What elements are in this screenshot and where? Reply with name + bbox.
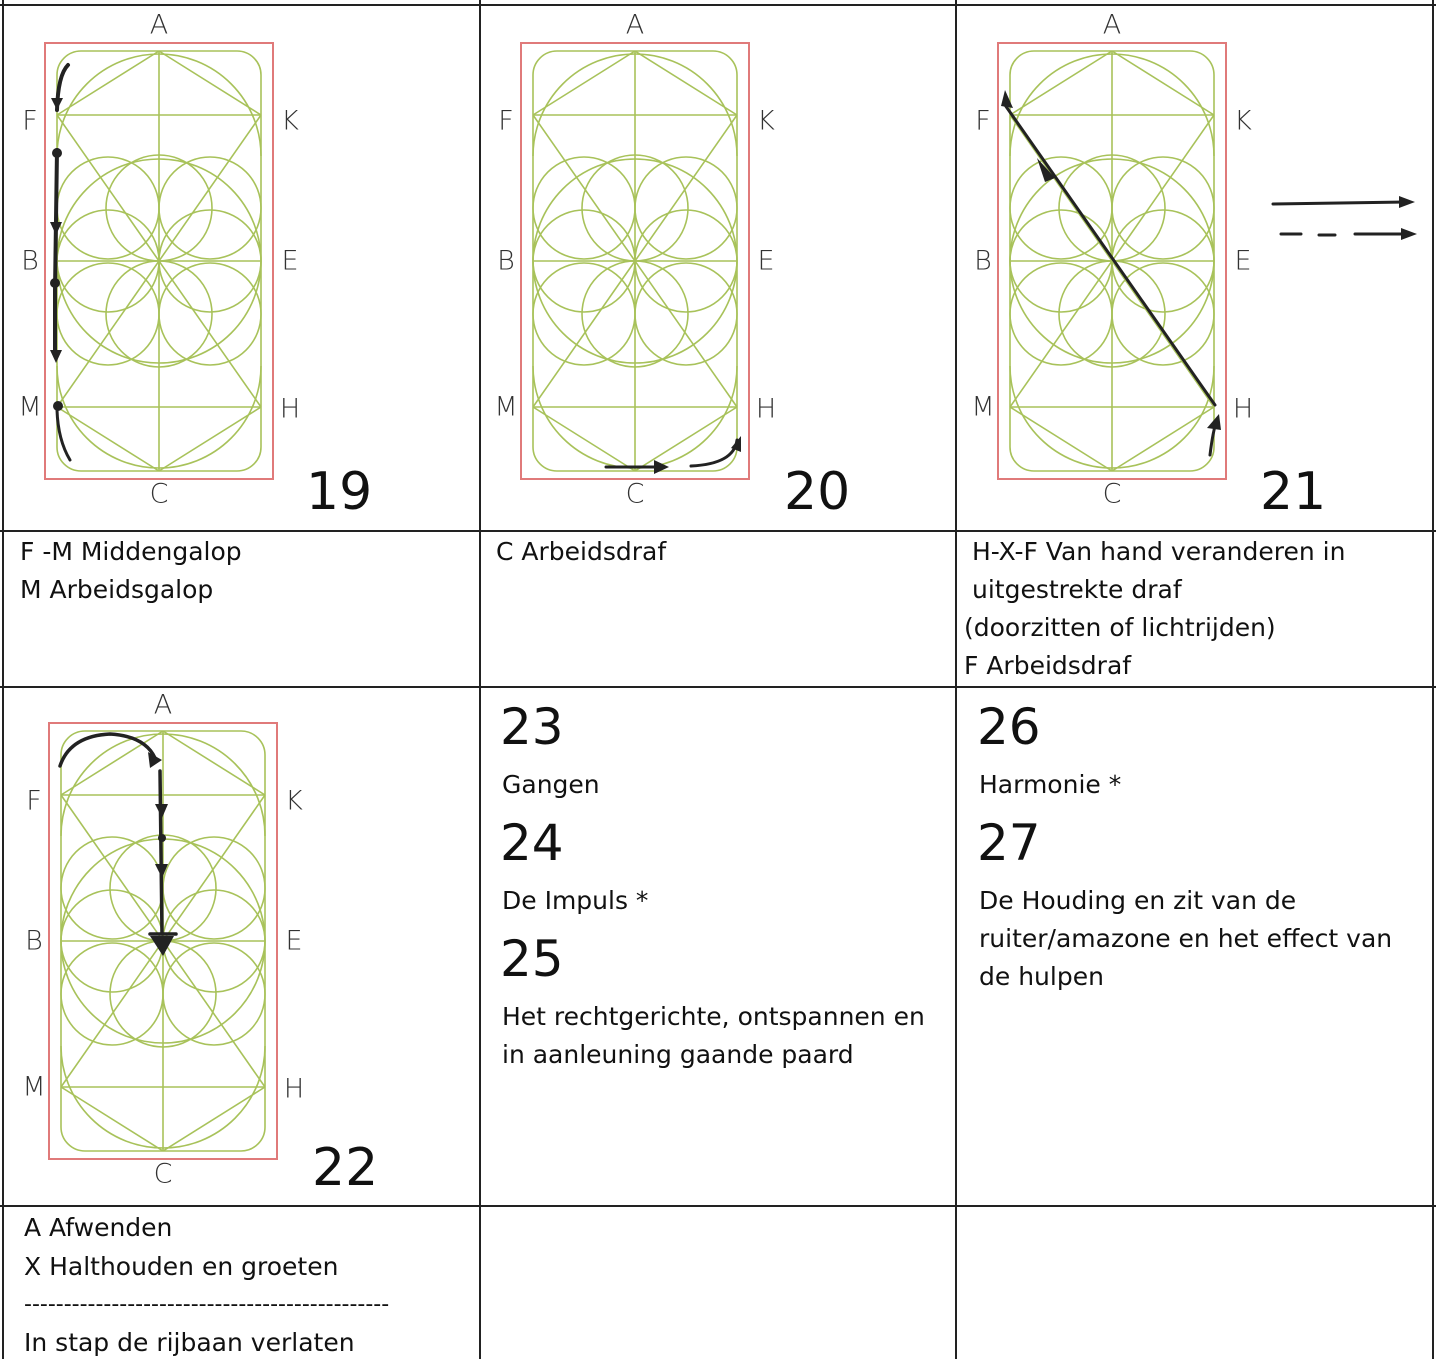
score-number-23: 23: [500, 698, 564, 756]
grid-divider: [479, 0, 481, 1359]
arena-letter-C: C: [149, 478, 169, 510]
description-19-line-1: F -M Middengalop: [20, 537, 242, 566]
arena-letter-B: B: [25, 925, 43, 957]
arena-diagram-21: [997, 42, 1227, 480]
arena-letter-B: B: [974, 245, 992, 277]
arena-letter-K: K: [1234, 105, 1252, 137]
description-22-line-2: X Halthouden en groeten: [24, 1252, 339, 1281]
score-label-24: De Impuls *: [502, 886, 649, 915]
grid-divider: [0, 4, 1436, 6]
arena-letter-H: H: [755, 393, 777, 425]
description-21-line-2: uitgestrekte draf: [972, 575, 1182, 604]
grid-divider: [2, 0, 4, 1359]
figure-number-19: 19: [306, 462, 373, 522]
description-19-line-2: M Arbeidsgalop: [20, 575, 214, 604]
route-path-22: [58, 732, 178, 956]
arena-letter-A: A: [1102, 9, 1122, 41]
description-21-line-3: (doorzitten of lichtrijden): [964, 613, 1276, 642]
arena-letter-A: A: [153, 689, 173, 721]
score-number-24: 24: [500, 814, 564, 872]
arena-letter-B: B: [497, 245, 515, 277]
score-label-26: Harmonie *: [979, 770, 1122, 799]
grid-divider: [955, 0, 957, 1359]
arena-letter-H: H: [283, 1073, 305, 1105]
score-number-26: 26: [977, 698, 1041, 756]
figure-number-21: 21: [1260, 462, 1327, 522]
score-number-27: 27: [977, 814, 1041, 872]
arena-letter-C: C: [153, 1158, 173, 1190]
grid-divider: [1432, 0, 1434, 1359]
grid-divider: [0, 686, 1436, 688]
arena-letter-H: H: [1232, 393, 1254, 425]
arena-letter-E: E: [285, 925, 303, 957]
arena-letter-F: F: [26, 785, 42, 817]
score-label-23: Gangen: [502, 770, 600, 799]
description-21-line-1: H-X-F Van hand veranderen in: [972, 537, 1346, 566]
arena-letter-K: K: [281, 105, 299, 137]
score-label-27-line-2: ruiter/amazone en het effect van: [979, 924, 1393, 953]
arena-letter-K: K: [757, 105, 775, 137]
arena-diagram-20: [520, 42, 750, 480]
arena-letter-F: F: [22, 105, 38, 137]
arena-letter-M: M: [18, 391, 42, 423]
arena-letter-M: M: [22, 1071, 46, 1103]
arena-letter-E: E: [1234, 245, 1252, 277]
arena-letter-F: F: [498, 105, 514, 137]
description-22-line-3: In stap de rijbaan verlaten: [24, 1328, 355, 1357]
arena-letter-A: A: [625, 9, 645, 41]
figure-number-20: 20: [784, 462, 851, 522]
route-path-21: [1001, 90, 1417, 457]
arena-letter-F: F: [975, 105, 991, 137]
score-label-27-line-1: De Houding en zit van de: [979, 886, 1297, 915]
description-21-line-4: F Arbeidsdraf: [964, 651, 1132, 680]
figure-number-22: 22: [312, 1138, 379, 1198]
score-label-27-line-3: de hulpen: [979, 962, 1104, 991]
score-label-25-line-1: Het rechtgerichte, ontspannen en: [502, 1002, 925, 1031]
description-20-line-1: C Arbeidsdraf: [496, 537, 667, 566]
arena-letter-B: B: [21, 245, 39, 277]
grid-divider: [0, 1205, 1436, 1207]
arena-letter-M: M: [494, 391, 518, 423]
route-path-20: [604, 436, 741, 474]
score-label-25-line-2: in aanleuning gaande paard: [502, 1040, 854, 1069]
score-number-25: 25: [500, 930, 564, 988]
grid-divider: [0, 530, 1436, 532]
arena-letter-E: E: [281, 245, 299, 277]
description-22-line-1: A Afwenden: [24, 1213, 173, 1242]
arena-letter-E: E: [757, 245, 775, 277]
route-path-19: [50, 63, 72, 462]
arena-letter-C: C: [1102, 478, 1122, 510]
arena-letter-C: C: [625, 478, 645, 510]
arena-letter-A: A: [149, 9, 169, 41]
description-22-separator: ----------------------------------------…: [24, 1292, 390, 1317]
arena-letter-M: M: [971, 391, 995, 423]
arena-letter-K: K: [285, 785, 303, 817]
arena-diagram-19: [44, 42, 274, 480]
arena-letter-H: H: [279, 393, 301, 425]
